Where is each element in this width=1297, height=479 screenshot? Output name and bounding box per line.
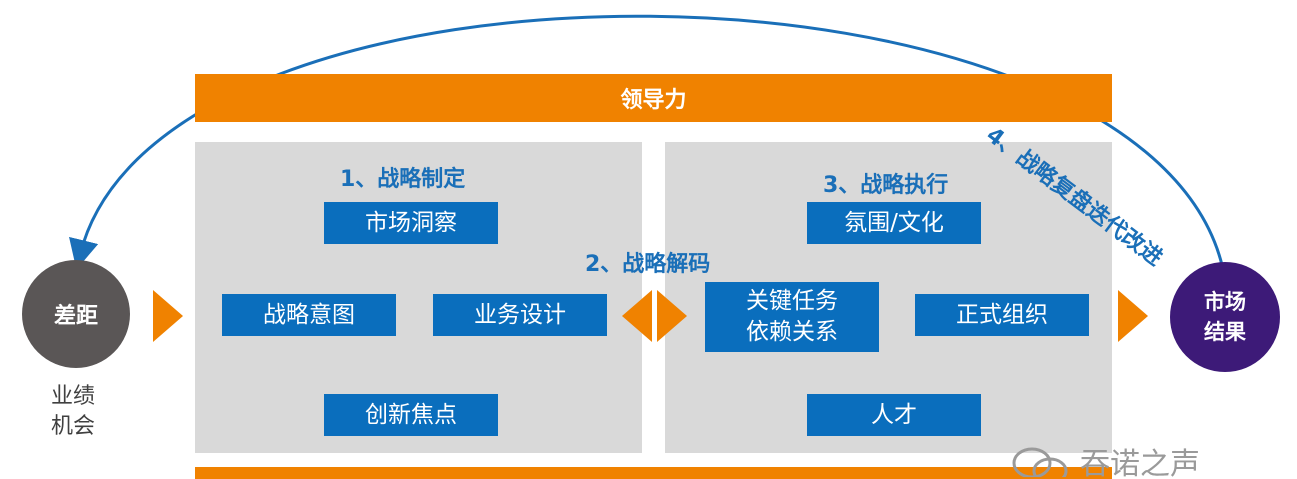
box-strategic-intent: 战略意图 — [222, 294, 396, 336]
arrow-right-icon — [657, 290, 687, 342]
box-critical-tasks: 关键任务 依赖关系 — [705, 282, 879, 352]
watermark: 吞诺之声 — [1010, 445, 1200, 477]
panel3-title: 3、战略执行 — [823, 173, 949, 198]
panel1-title: 1、战略制定 — [340, 167, 466, 192]
result-line1: 市场 — [1204, 290, 1246, 314]
critical-tasks-line2: 依赖关系 — [746, 319, 838, 345]
critical-tasks-line1: 关键任务 — [746, 288, 838, 314]
gap-circle-label: 差距 — [53, 304, 98, 329]
box-formal-organization: 正式组织 — [915, 294, 1089, 336]
gap-circle: 差距 — [22, 260, 130, 368]
box-climate-culture: 氛围/文化 — [807, 202, 981, 244]
box-market-insight: 市场洞察 — [324, 202, 498, 244]
gap-sublabel: 业绩 机会 — [51, 382, 95, 442]
wechat-watermark-icon — [1012, 447, 1068, 477]
watermark-text: 吞诺之声 — [1080, 447, 1200, 477]
box-talent: 人才 — [807, 394, 981, 436]
arrow-right-icon — [153, 290, 183, 342]
result-line2: 结果 — [1204, 320, 1246, 344]
market-result-circle: 市场 结果 — [1170, 262, 1280, 372]
arrow-left-icon — [622, 290, 652, 342]
arrow-right-icon — [1118, 290, 1148, 342]
leadership-bar: 领导力 — [195, 74, 1112, 122]
gap-sublabel-line1: 业绩 — [51, 384, 96, 409]
bottom-bar — [195, 467, 1112, 479]
feedback-arc — [69, 14, 1224, 270]
decode-label: 2、战略解码 — [585, 252, 711, 277]
box-business-design: 业务设计 — [433, 294, 607, 336]
box-innovation-focus: 创新焦点 — [324, 394, 498, 436]
gap-sublabel-line2: 机会 — [51, 414, 96, 439]
